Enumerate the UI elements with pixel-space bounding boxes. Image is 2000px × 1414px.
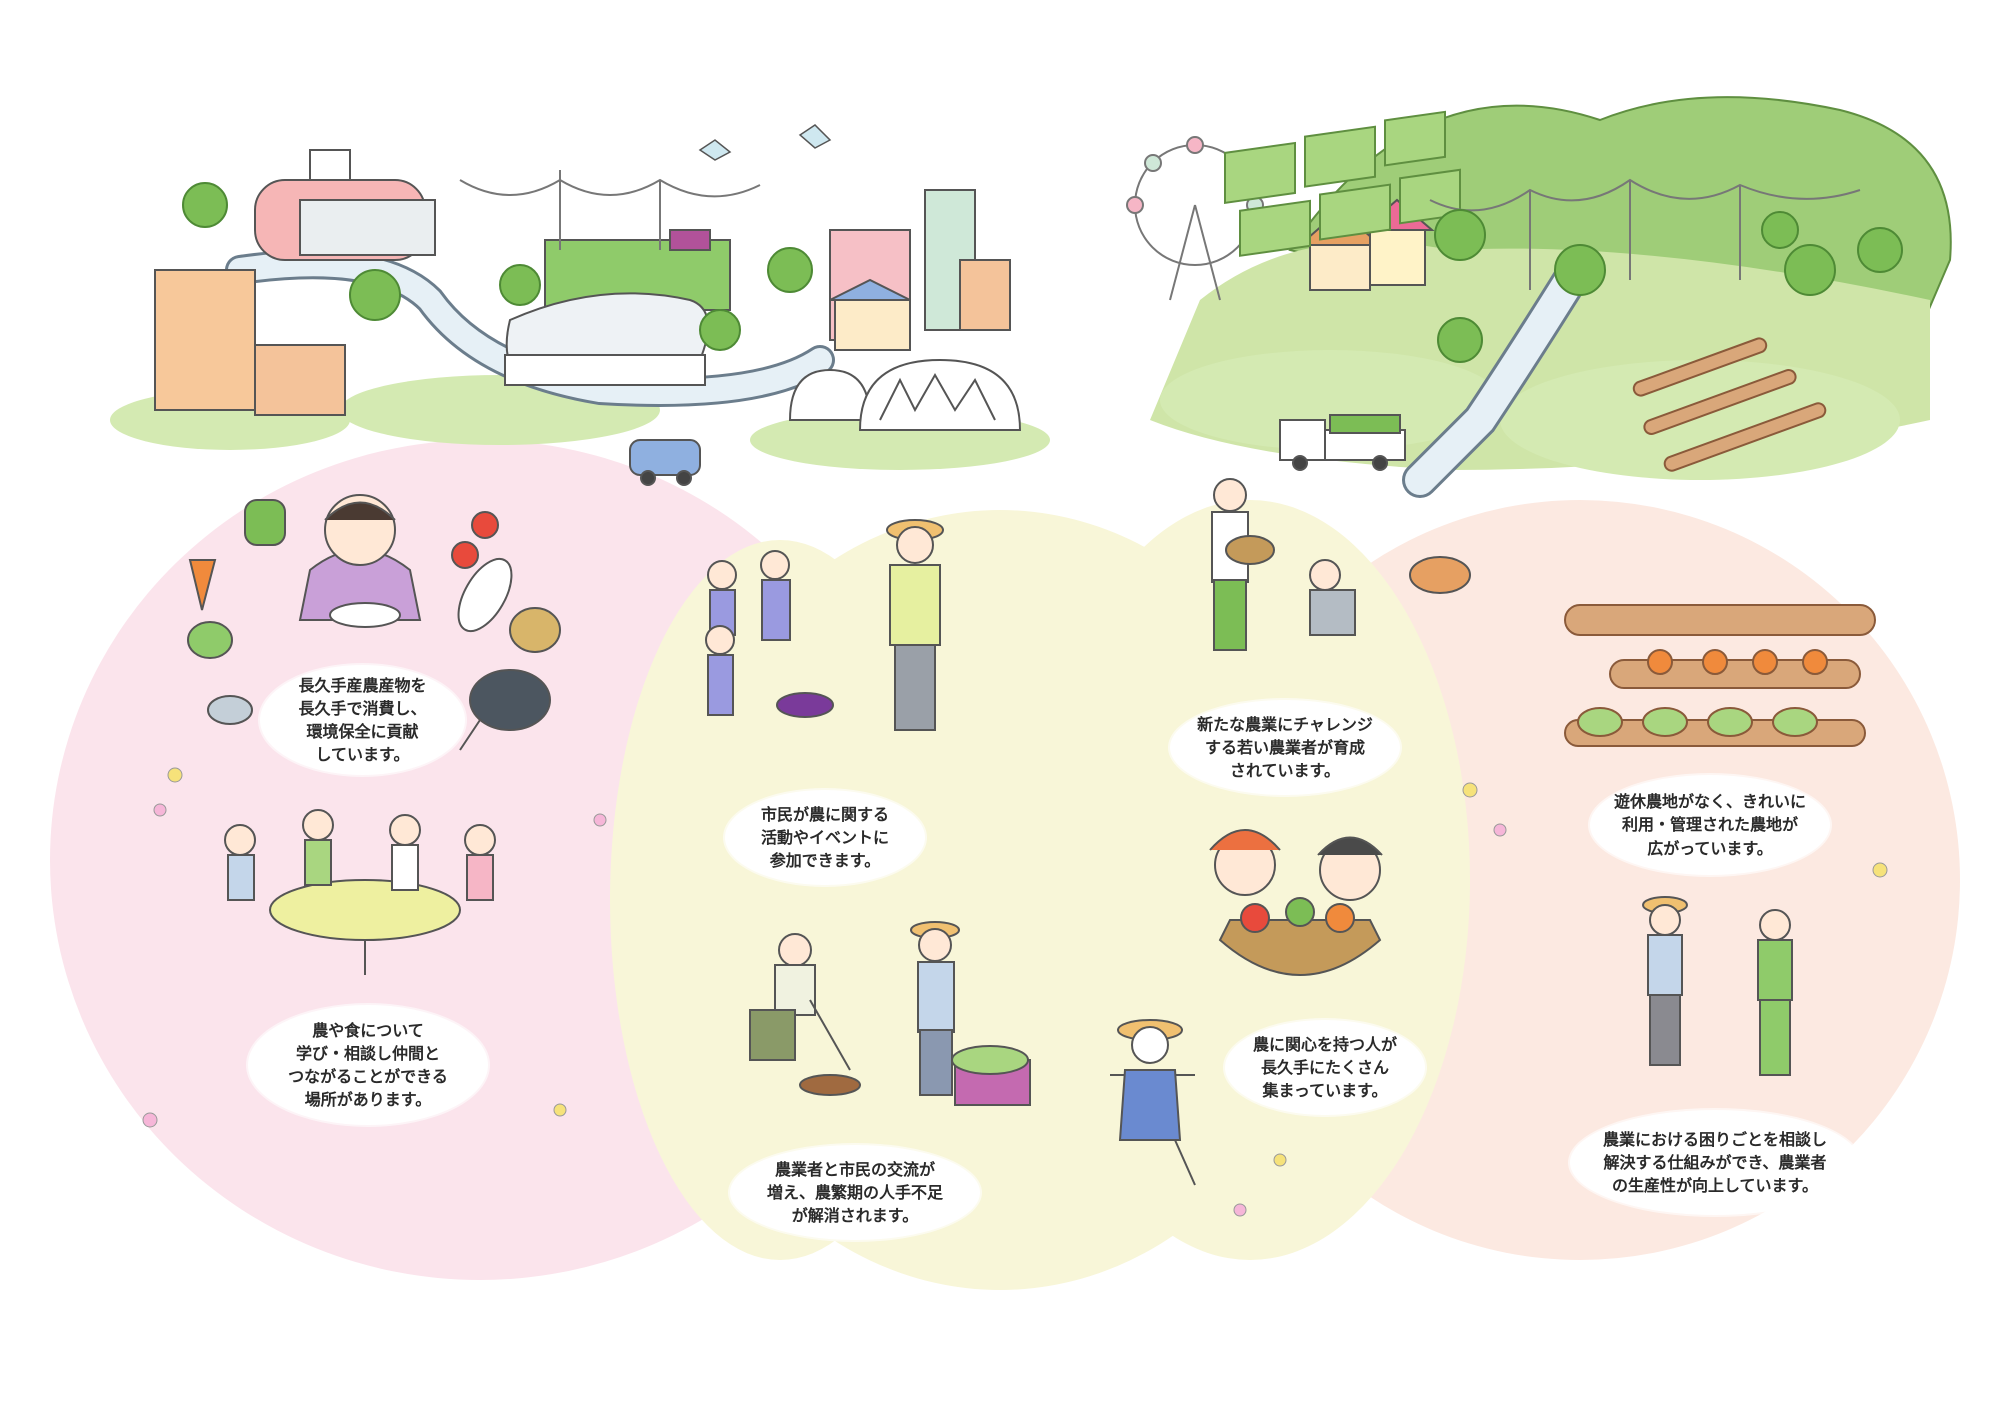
bubble-line: 長久手産農産物を	[298, 675, 427, 695]
bubble-productivity: 農業における困りごとを相談し 解決する仕組みができ、農業者 の生産性が向上してい…	[1570, 1110, 1860, 1215]
bubble-line: 利用・管理された農地が	[1621, 815, 1798, 835]
bubble-line: 解決する仕組みができ、農業者	[1603, 1152, 1827, 1172]
vegetable-rows-right	[1564, 604, 1876, 747]
farmers-consulting	[1642, 896, 1793, 1076]
bubble-line: 広がっています。	[1647, 838, 1773, 858]
truck	[1279, 414, 1406, 471]
bubble-line: 活動やイベントに	[760, 827, 889, 847]
bubble-line: 環境保全に貢献	[306, 722, 419, 741]
child-eating	[298, 494, 422, 628]
farmers-digging	[749, 921, 1031, 1106]
domes	[788, 358, 1022, 431]
birds	[698, 124, 832, 161]
bubble-line: 増え、農繁期の人手不足	[766, 1182, 943, 1202]
bubble-line: つながることができる	[288, 1067, 448, 1086]
bubble-line: 長久手にたくさん	[1260, 1057, 1389, 1077]
bubble-farmland: 遊休農地がなく、きれいに 利用・管理された農地が 広がっています。	[1590, 775, 1830, 875]
farmer-with-sweet-potato	[886, 519, 944, 731]
bubble-line: が解消されます。	[791, 1206, 919, 1226]
women-with-basket	[1209, 829, 1383, 976]
bubble-line: 市民が農に関する	[760, 804, 889, 824]
bubble-line: 学び・相談し仲間と	[295, 1043, 440, 1063]
small-flowers	[142, 767, 1888, 1217]
bubble-line: 農業における困りごとを相談し	[1602, 1129, 1827, 1149]
bubble-young-farmers: 新たな農業にチャレンジ する若い農業者が育成 されています。	[1170, 700, 1400, 795]
children-harvesting	[705, 550, 834, 718]
rice-paddies	[1224, 110, 1461, 257]
bubble-line: 農や食について	[312, 1020, 424, 1040]
bubble-line: 場所があります。	[304, 1090, 432, 1110]
vegetable-field	[1632, 337, 1827, 472]
scarecrow	[1110, 1019, 1196, 1186]
station-building	[504, 229, 731, 386]
bubble-line: する若い農業者が育成	[1204, 737, 1365, 757]
city-buildings	[154, 149, 1011, 416]
car	[629, 439, 701, 486]
trees	[182, 182, 1903, 363]
bubble-line: 農業者と市民の交流が	[774, 1159, 935, 1179]
power-lines	[459, 170, 1861, 290]
bubble-learning-place: 農や食について 学び・相談し仲間と つながることができる 場所があります。	[248, 1005, 488, 1125]
bubble-exchange: 農業者と市民の交流が 増え、農繁期の人手不足 が解消されます。	[730, 1145, 980, 1240]
bubble-citizen-events: 市民が農に関する 活動やイベントに 参加できます。	[725, 790, 925, 885]
dining-table	[224, 809, 496, 975]
bubble-line: されています。	[1230, 761, 1340, 781]
vegetables-left	[187, 499, 561, 751]
bubble-line: 新たな農業にチャレンジ	[1197, 714, 1373, 734]
young-farmer	[1211, 478, 1471, 651]
bubble-local-consumption: 長久手産農産物を 長久手で消費し、 環境保全に貢献 しています。	[260, 665, 465, 775]
bubble-line: 遊休農地がなく、きれいに	[1613, 792, 1806, 812]
bubble-interest: 農に関心を持つ人が 長久手にたくさん 集まっています。	[1225, 1020, 1425, 1115]
bubble-line: 参加できます。	[769, 851, 881, 871]
bubble-line: 集まっています。	[1262, 1081, 1388, 1101]
bubble-line: の生産性が向上しています。	[1612, 1176, 1818, 1196]
bubble-line: 農に関心を持つ人が	[1252, 1034, 1397, 1054]
bubble-line: 長久手で消費し、	[298, 698, 427, 718]
bubble-line: しています。	[315, 745, 410, 765]
